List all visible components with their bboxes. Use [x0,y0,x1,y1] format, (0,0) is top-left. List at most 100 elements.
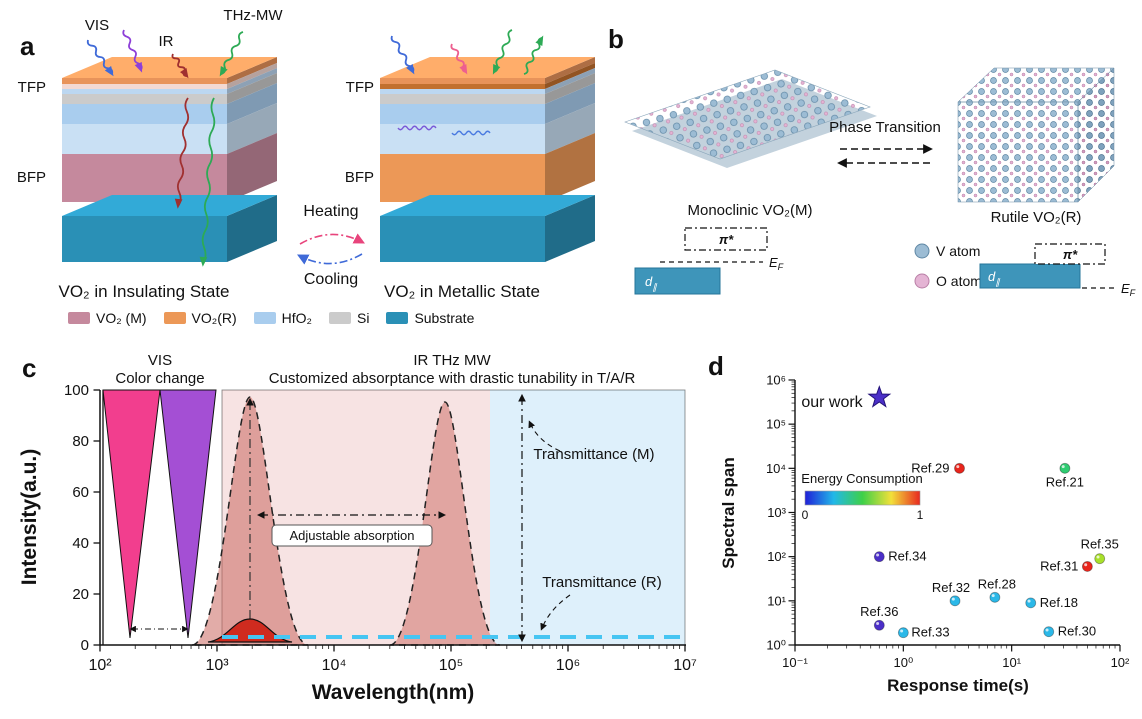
scatter-point [1094,553,1106,565]
y-tick-label: 0 [81,637,89,654]
legend-item-vo2r: VO₂(R) [163,310,237,326]
y-tick-label: 40 [72,535,89,552]
point-label: Ref.28 [978,576,1016,591]
pi-star-label: π* [719,232,734,247]
y-tick-label: 60 [72,484,89,501]
phase-transition-label: Phase Transition [829,119,941,136]
point-label: Ref.31 [1040,558,1078,573]
absorption-peak-2 [389,401,501,646]
scatter-point-highlight [1096,555,1100,559]
monoclinic-lattice [624,69,871,160]
ef-subscript: F [778,262,784,272]
x-tick-label: 10⁶ [556,657,580,674]
x-tick-label: 10¹ [1002,655,1021,670]
scatter-point-highlight [951,597,955,601]
d-subscript: ∥ [652,282,658,292]
ray-arrowhead [219,66,228,77]
point-label: Ref.36 [860,604,898,619]
layer-front-face [62,89,227,94]
scatter-point-highlight [876,622,880,626]
y-tick-label: 10² [767,549,786,564]
d-symbol: d [988,269,996,284]
ir-thz-mw-subheader: Customized absorptance with drastic tuna… [269,370,636,387]
scatter-point-highlight [876,553,880,557]
point-label: Ref.34 [888,549,926,564]
vo2m-label: VO₂ (M) [96,310,147,326]
wavy-ray [176,97,190,207]
o-atom-icon [914,273,930,289]
wavy-ray [493,29,513,73]
ray-arrowhead [535,35,544,46]
d-band-box [634,267,721,295]
colorbar-title: Energy Consumption [801,471,922,486]
colorbar-min-label: 0 [802,508,809,522]
rutile-front-face [957,101,1079,203]
panel-a: a VIS IR THz-MW TFP BFP TFP BFP Heating … [0,0,600,345]
layer-side-face [227,103,277,154]
panel-b-label: b [608,24,624,54]
y-tick-label: 20 [72,586,89,603]
hfo2-swatch [253,312,276,324]
layer-front-face [380,78,545,84]
ef-subscript: F [1130,288,1136,298]
layer-front-face [62,154,227,202]
scatter-point [1059,462,1071,474]
panel-c-label: c [22,353,36,383]
x-axis-title: Response time(s) [887,676,1029,695]
layer-top-face [380,195,595,216]
scatter-point-highlight [956,465,960,469]
fermi-level-label: EF [769,255,784,272]
rutile-side-face [1077,67,1115,203]
wavy-ray [201,97,216,265]
vis-header: VIS [148,352,172,369]
pi-star-label: π* [1063,247,1078,262]
monoclinic-crystal [624,69,877,168]
layer-front-face [380,104,545,124]
wavy-ray [122,29,143,71]
scatter-point [954,462,965,474]
vo2r-label: VO₂(R) [191,310,237,326]
o-atom-label: O atom [936,273,982,289]
transmittance-r-label: Transmittance (R) [542,574,661,591]
point-label: Ref.21 [1046,474,1084,489]
layer-front-face [62,104,227,124]
legend-item-si: Si [328,310,369,326]
layer-front-face [62,124,227,154]
layer-front-face [380,89,545,94]
d-band-box [979,263,1081,289]
layer-side-face [227,73,277,104]
layer-side-face [545,195,595,262]
thz-mw-ray-label: THz-MW [223,7,283,24]
y-tick-label: 10⁵ [766,417,786,432]
ray-arrowhead [492,64,501,75]
ray-arrowhead [104,66,114,77]
scatter-point [873,551,885,563]
y-tick-label: 10¹ [767,593,786,608]
si-swatch [328,312,351,324]
colorbar-max-label: 1 [917,508,924,522]
scatter-point [949,595,961,607]
vis-subheader: Color change [115,370,204,387]
transmittance-r-pointer [540,594,571,631]
ray-arrowhead [459,64,468,75]
v-atom-icon [914,243,930,259]
layer-side-face [545,83,595,124]
layer-side-face [227,68,277,94]
scatter-point-highlight [991,594,995,598]
scatter-point [989,591,1001,603]
x-axis-title: Wavelength(nm) [312,681,475,704]
pi-star-band-box [684,227,768,251]
ray-arrowhead [406,64,415,75]
transmittance-m-pointer [528,420,561,452]
vis-purple-wedge [159,389,217,639]
layer-front-face [380,94,545,104]
layer-side-face [545,73,595,104]
layer-legend: VO₂ (M) VO₂(R) HfO₂ Si Substrate [68,310,474,326]
point-label: Ref.29 [911,460,949,475]
layer-top-face [380,57,595,78]
layer-front-face [62,216,227,262]
